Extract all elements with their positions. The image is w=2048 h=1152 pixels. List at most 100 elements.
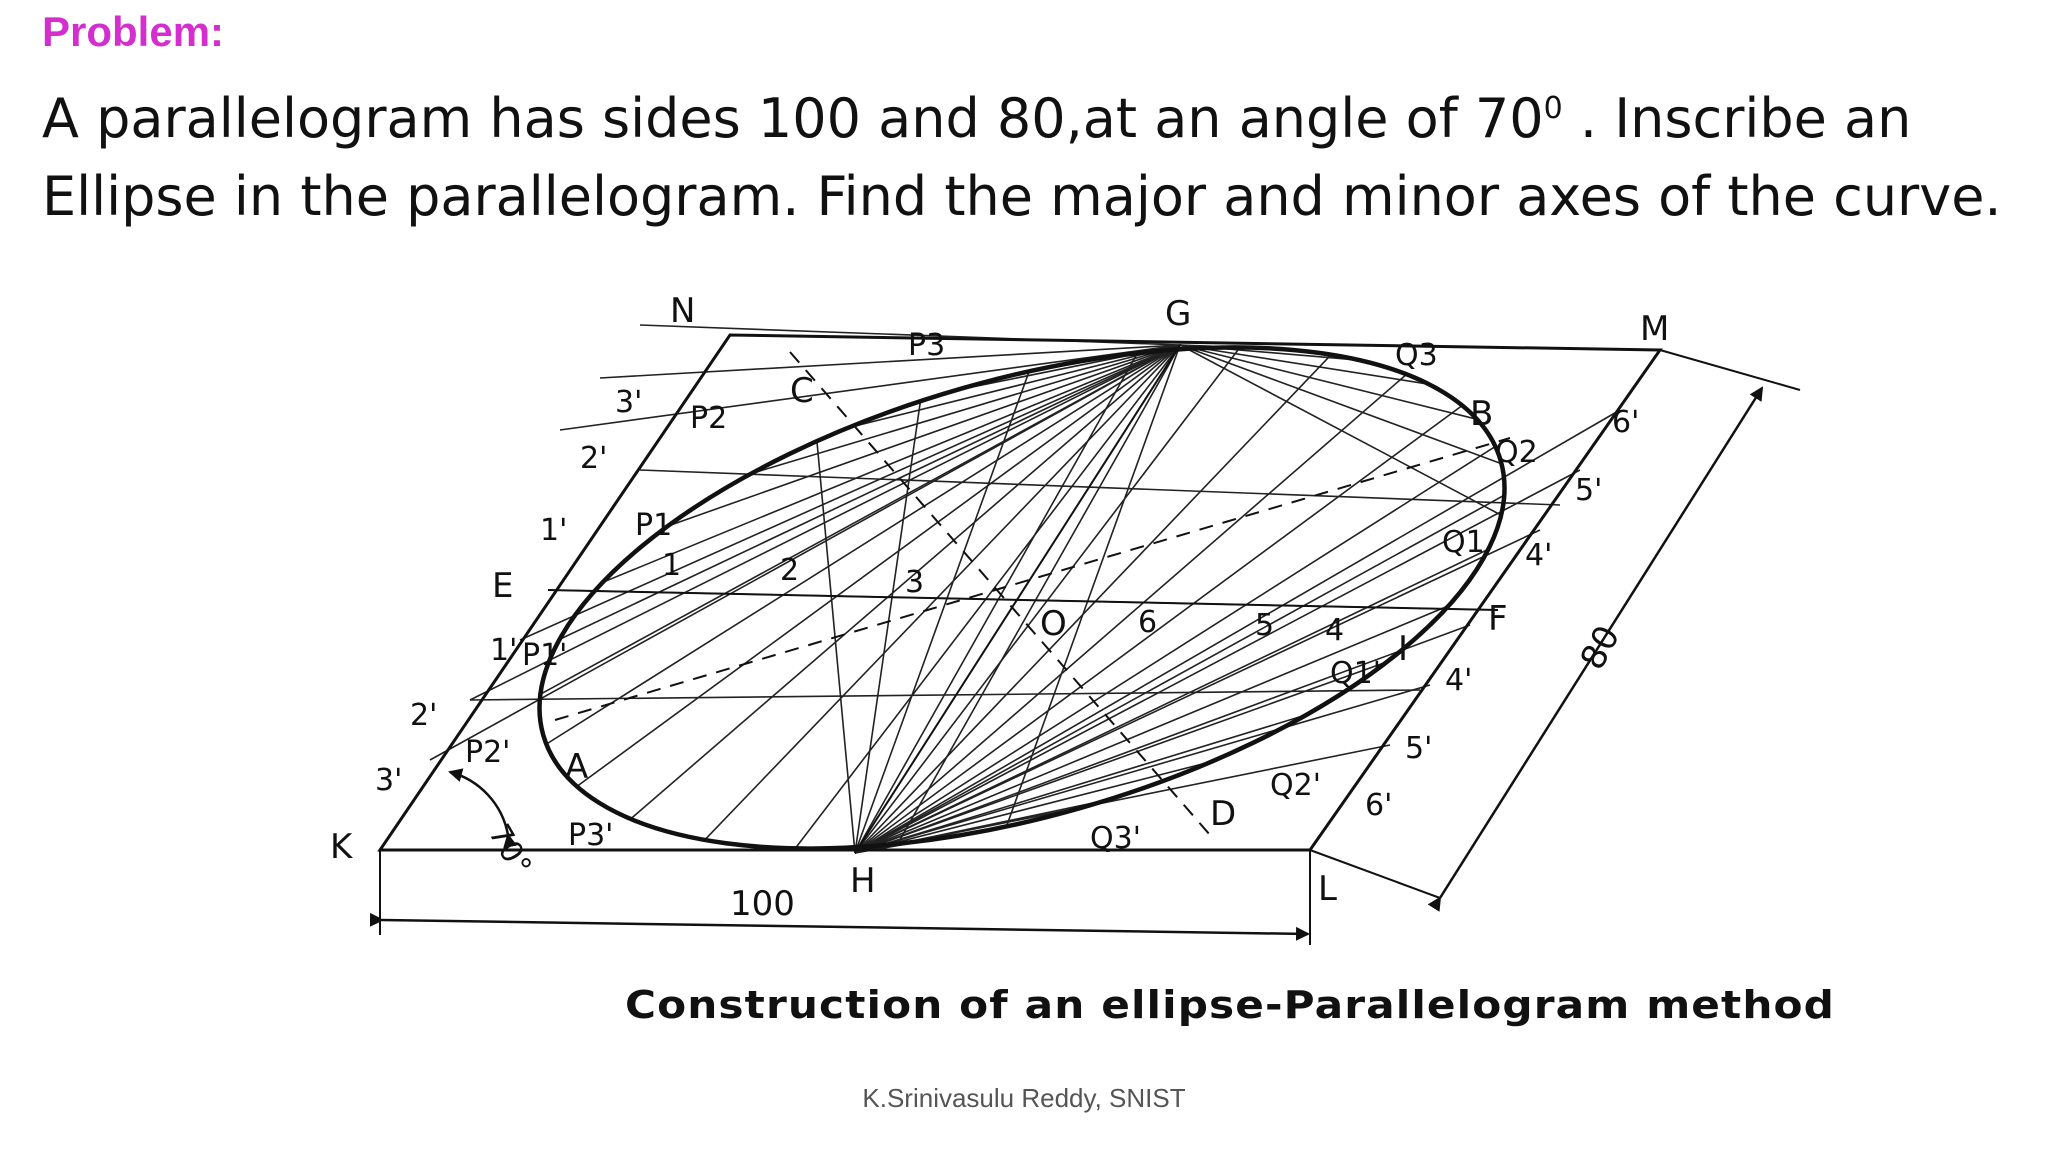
label-g: G [1165,294,1191,334]
label-p3: P3 [908,328,945,363]
minor-axis [789,351,1211,836]
degree-superscript: 0 [1543,91,1563,126]
label-b: B [1470,394,1493,434]
fan-line-g [1005,344,1181,827]
label-q2-prime: Q2' [1270,768,1321,803]
label-n: N [670,291,695,331]
label-f: F [1488,599,1508,639]
fan-line-g [1179,344,1429,385]
fan-line-h [854,713,1307,854]
label-q1: Q1 [1442,525,1485,560]
problem-heading: Problem: [42,8,225,55]
label-e: E [492,566,513,606]
dimension-line-80 [1427,386,1764,912]
division-ray-left [559,344,1181,431]
fan-line-h [854,661,1388,854]
angle-label: 70° [481,819,538,883]
label-k: K [330,827,354,867]
slide-credit: K.Srinivasulu Reddy, SNIST [862,1083,1186,1113]
chord-upper [639,469,1561,506]
division-ray-left [599,344,1181,379]
chord-lower [469,689,1421,701]
label-q3: Q3 [1395,338,1438,373]
fan-line-g [1179,344,1478,421]
div-left-lower-1: 1' [490,633,517,668]
label-q3-prime: Q3' [1090,821,1141,856]
div-left-upper-3: 3' [615,385,642,420]
label-a: A [565,747,588,787]
axis-mark-5: 5 [1255,608,1274,643]
fan-line-h [854,760,1212,854]
axis-mark-2: 2 [780,553,799,588]
fan-line-h [854,445,1496,854]
label-m: M [1640,309,1669,349]
label-p2-prime: P2' [465,735,510,770]
label-p1-prime: P1' [522,638,567,673]
construction-lines [429,324,1621,854]
fan-line-h [854,401,922,854]
division-ray-right [854,529,1541,854]
label-h: H [850,861,876,901]
fan-line-g [896,344,1181,845]
fan-line-g [667,344,1181,527]
fan-line-h [854,494,1505,854]
fan-line-h [854,373,1408,854]
fan-line-g [559,344,1181,641]
extension-line-m [1659,349,1801,391]
label-c: C [790,371,814,411]
fan-line-h [854,354,1332,854]
div-right-lower-6: 6' [1365,788,1392,823]
dimension-line-100 [369,912,1310,941]
label-p3-prime: P3' [568,818,613,853]
fan-line-g [794,344,1181,849]
fan-line-g [704,344,1181,841]
div-left-lower-2: 2' [410,698,437,733]
div-right-lower-4: 4' [1445,663,1472,698]
label-q2: Q2 [1495,435,1538,470]
label-q1-prime: Q1' [1330,656,1381,691]
division-ray-right [854,684,1431,854]
label-p2: P2 [690,401,727,436]
major-axis [554,437,1511,721]
label-i: I [1398,629,1408,669]
problem-statement: A parallelogram has sides 100 and 80,at … [42,70,2032,236]
fan-line-h [816,441,856,854]
div-right-upper-5: 5' [1575,473,1602,508]
fan-line-g [630,344,1181,820]
label-l: L [1318,869,1337,909]
statement-text-2: . Inscribe an Ellipse in the parallelogr… [42,87,2002,228]
axis-mark-6: 6 [1138,605,1157,640]
diameter-ef [547,589,1499,611]
axis-mark-4: 4 [1325,613,1344,648]
angle-arc [448,768,518,849]
div-right-lower-5: 5' [1405,731,1432,766]
fan-line-h [854,605,1449,854]
fan-line-g [750,344,1181,475]
fan-line-g [848,344,1181,429]
div-left-lower-3: 3' [375,763,402,798]
dimension-80-label: 80 [1573,619,1629,676]
fan-line-g [576,344,1181,788]
label-o: O [1040,604,1067,644]
dimension-100-label: 100 [730,884,795,924]
fan-line-h [854,371,1030,854]
axis-mark-3: 3 [905,565,924,600]
div-right-upper-4: 4' [1525,538,1552,573]
axis-mark-1: 1 [662,548,681,583]
fan-line-h [854,352,1139,854]
division-ray-left [429,344,1181,761]
division-ray-left [469,344,1181,701]
label-p1: P1 [635,508,672,543]
division-ray-right [854,744,1391,854]
div-right-upper-6: 6' [1612,405,1639,440]
division-ray-right [854,624,1471,854]
fan-line-g [545,344,1181,745]
fan-line-g [602,344,1181,584]
fan-line-h [854,404,1463,854]
statement-text-1: A parallelogram has sides 100 and 80,at … [42,87,1544,150]
div-left-upper-1: 1' [540,513,567,548]
label-d: D [1210,794,1236,834]
diagram-caption: Construction of an ellipse-Parallelogram… [625,983,1835,1027]
div-left-upper-2: 2' [580,441,607,476]
